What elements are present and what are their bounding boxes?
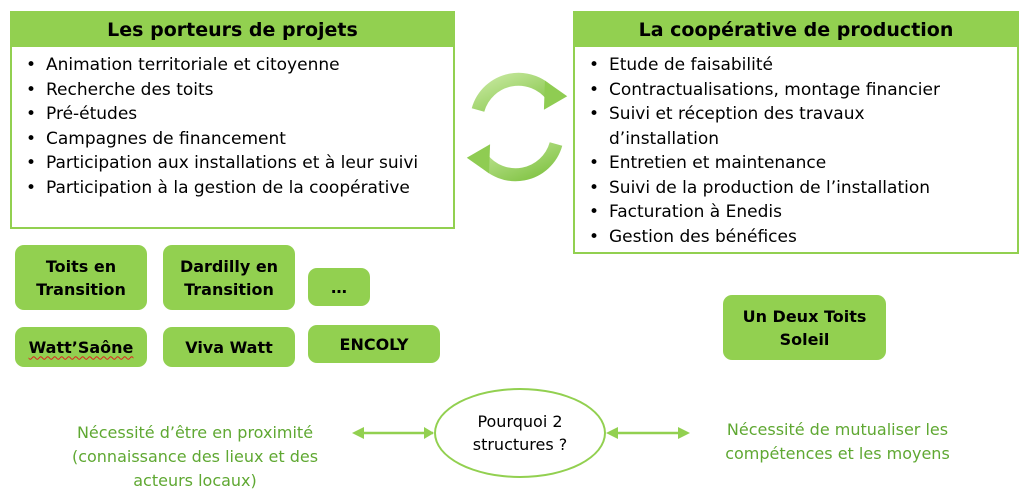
tag-viva-watt: Viva Watt: [163, 327, 295, 367]
list-item: Facturation à Enedis: [589, 200, 1011, 225]
cooperative-panel: La coopérative de production Etude de fa…: [573, 11, 1019, 254]
tag-dardilly-en-transition: Dardilly en Transition: [163, 245, 295, 310]
project-holders-list: Animation territoriale et citoyenne Rech…: [12, 47, 453, 204]
list-item: Recherche des toits: [26, 78, 447, 103]
list-item: Campagnes de financement: [26, 127, 447, 152]
circular-arrows-icon: [466, 72, 568, 182]
project-holders-panel: Les porteurs de projets Animation territ…: [10, 11, 455, 229]
question-ellipse: Pourquoi 2 structures ?: [434, 388, 606, 478]
list-item: Participation aux installations et à leu…: [26, 151, 447, 176]
cooperative-title: La coopérative de production: [575, 13, 1017, 47]
list-item: Participation à la gestion de la coopéra…: [26, 176, 447, 201]
list-item: Suivi de la production de l’installation: [589, 176, 1011, 201]
list-item: Contractualisations, montage financier: [589, 78, 1011, 103]
left-double-arrow: [352, 427, 434, 439]
project-holders-title: Les porteurs de projets: [12, 13, 453, 47]
list-item: Entretien et maintenance: [589, 151, 1011, 176]
tag-un-deux-toits-soleil: Un Deux Toits Soleil: [723, 295, 886, 360]
list-item: Gestion des bénéfices: [589, 225, 1011, 250]
list-item: Etude de faisabilité: [589, 53, 1011, 78]
tag-toits-en-transition: Toits en Transition: [15, 245, 147, 310]
right-double-arrow: [606, 427, 690, 439]
note-mutualize: Nécessité de mutualiser les compétences …: [725, 420, 950, 463]
question-text: Pourquoi 2 structures ?: [472, 412, 568, 454]
list-item: Suivi et réception des travaux d’install…: [589, 102, 899, 151]
tag-encoly: ENCOLY: [308, 325, 440, 363]
tag-ellipsis: …: [308, 268, 370, 306]
tag-watt-saone: Watt’Saône: [15, 327, 147, 367]
note-proximity: Nécessité d’être en proximité (connaissa…: [71, 423, 319, 490]
list-item: Pré-études: [26, 102, 447, 127]
cooperative-list: Etude de faisabilité Contractualisations…: [575, 47, 1017, 253]
list-item: Animation territoriale et citoyenne: [26, 53, 447, 78]
